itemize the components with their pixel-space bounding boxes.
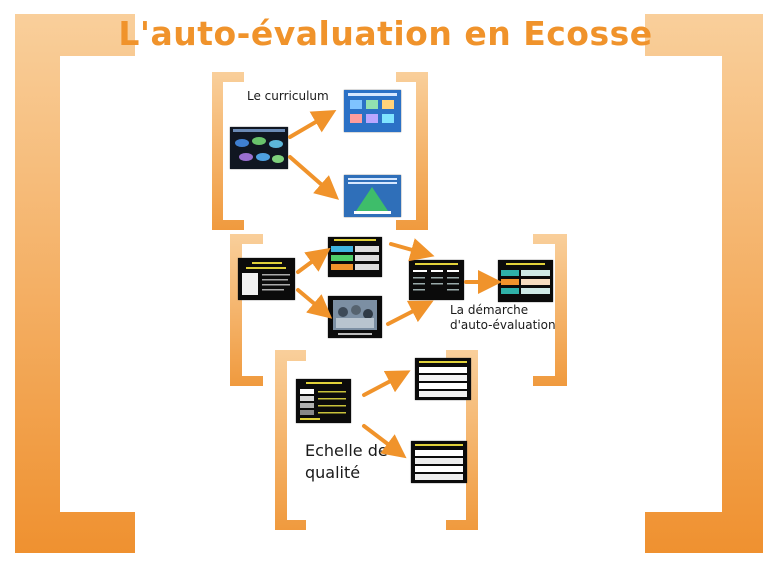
slide-curriculum-main[interactable] — [230, 127, 288, 169]
label-curriculum: Le curriculum — [247, 89, 329, 103]
arrow-right-icon — [386, 300, 434, 326]
slide-demarche-right-graphic — [501, 263, 550, 294]
slide-echelle-top-graphic — [419, 361, 467, 397]
arrow-right-icon — [288, 155, 340, 200]
slide-echelle-top[interactable] — [415, 358, 471, 400]
arrow-right-icon — [362, 424, 407, 459]
slide-echelle-main-graphic — [300, 382, 346, 420]
arrow-right-icon — [296, 247, 331, 274]
slide-echelle-bottom-graphic — [415, 444, 463, 480]
slide-curriculum-top-graphic — [348, 93, 397, 123]
slide-demarche-photo[interactable] — [328, 296, 382, 338]
label-demarche-line2: d'auto-évaluation — [450, 318, 556, 332]
arrow-right-icon — [296, 288, 333, 319]
slide-demarche-steps-graphic — [331, 239, 379, 270]
slide-demarche-steps[interactable] — [328, 237, 382, 277]
slide-curriculum-bottom-graphic — [348, 178, 397, 214]
slide-demarche-left[interactable] — [238, 258, 295, 300]
outer-left-bracket — [15, 14, 135, 553]
slide-curriculum-bottom[interactable] — [344, 175, 401, 217]
page-title: L'auto-évaluation en Ecosse — [118, 14, 653, 53]
slide-echelle-main[interactable] — [296, 379, 351, 423]
group1-left-bracket — [212, 72, 244, 230]
slide-curriculum-main-graphic — [233, 129, 285, 163]
arrow-right-icon — [389, 238, 435, 262]
outer-right-bracket — [645, 14, 763, 553]
label-echelle-line2: qualité — [305, 463, 361, 482]
label-demarche-line1: La démarche — [450, 303, 529, 317]
slide-demarche-photo-graphic — [333, 300, 377, 335]
label-echelle-line1: Echelle de — [305, 441, 388, 460]
slide-curriculum-top[interactable] — [344, 90, 401, 132]
group3-left-bracket — [275, 350, 306, 530]
slide-demarche-left-graphic — [242, 262, 290, 295]
slide-demarche-right[interactable] — [498, 260, 553, 302]
group1-right-bracket — [396, 72, 428, 230]
slide-echelle-bottom[interactable] — [411, 441, 467, 483]
arrow-right-icon — [362, 370, 411, 397]
arrow-right-icon — [288, 109, 337, 139]
slide-demarche-middle-graphic — [413, 263, 459, 291]
group2-right-bracket — [533, 234, 567, 386]
slide-demarche-middle[interactable] — [409, 260, 464, 300]
